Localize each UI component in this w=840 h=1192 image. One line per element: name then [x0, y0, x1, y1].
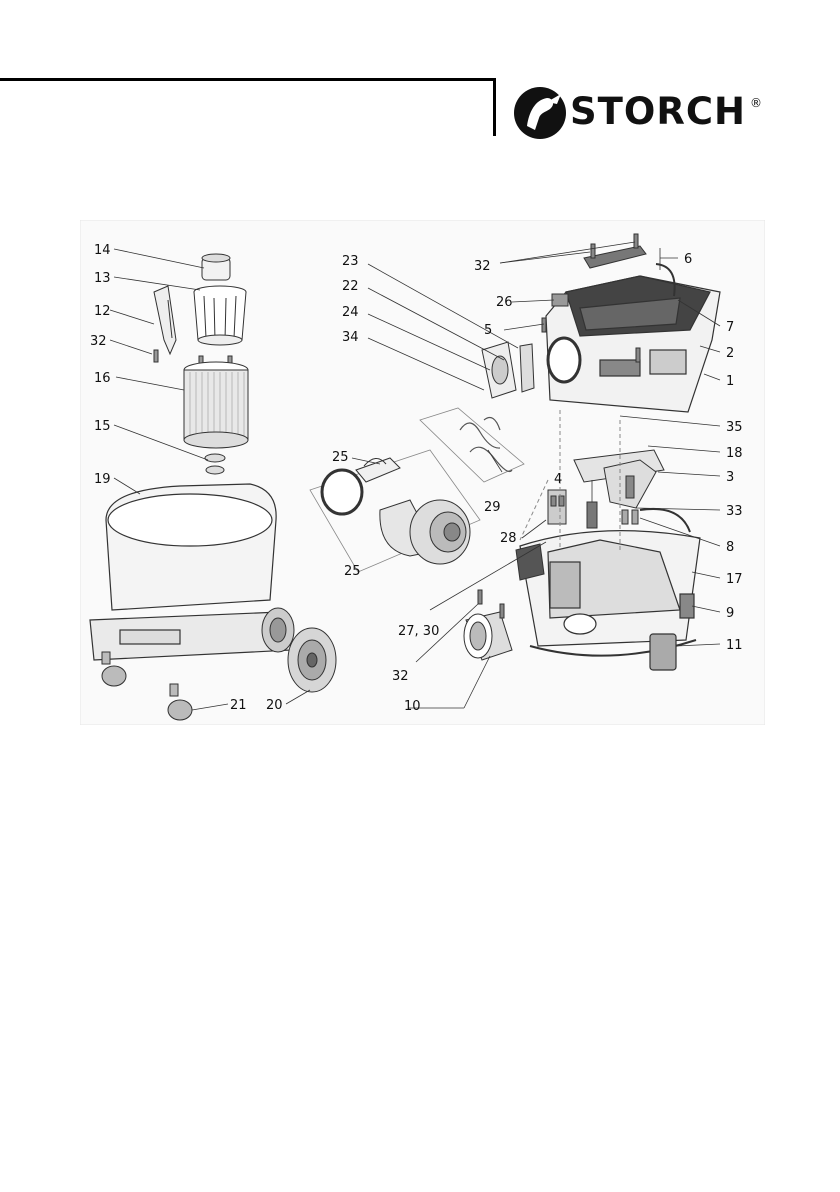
part-label: 32 — [90, 334, 107, 349]
hose-socket — [516, 544, 544, 580]
part-label: 6 — [684, 252, 692, 267]
part-label: 27, 30 — [398, 624, 439, 639]
part-label: 3 — [726, 470, 734, 485]
part-label: 11 — [726, 638, 743, 653]
latch-button — [552, 294, 568, 306]
rear-wheel — [262, 608, 294, 652]
part-label: 28 — [500, 531, 517, 546]
part-label: 1 — [726, 374, 734, 389]
part-label: 4 — [554, 472, 562, 487]
registered-mark: ® — [750, 96, 762, 110]
part-label: 33 — [726, 504, 743, 519]
part-label: 10 — [404, 699, 421, 714]
part-label: 16 — [94, 371, 111, 386]
part-label: 23 — [342, 254, 359, 269]
part-label: 32 — [474, 259, 491, 274]
part-label: 8 — [726, 540, 734, 555]
filter-cap — [202, 254, 230, 280]
spring — [587, 502, 597, 528]
header-rule — [0, 78, 495, 81]
wheel-detached — [288, 628, 336, 692]
part-label: 25 — [344, 564, 361, 579]
part-label: 7 — [726, 320, 734, 335]
part-label: 25 — [332, 450, 349, 465]
part-label: 13 — [94, 271, 111, 286]
part-label: 29 — [484, 500, 501, 515]
motor-head-housing — [546, 276, 720, 412]
switch-module — [548, 490, 566, 524]
header-divider — [493, 78, 496, 136]
part-label: 21 — [230, 698, 247, 713]
part-label: 5 — [484, 323, 492, 338]
exploded-parts-diagram: 14 13 12 32 16 15 19 21 20 23 22 24 34 2… — [80, 220, 765, 725]
part-label: 9 — [726, 606, 734, 621]
part-label: 2 — [726, 346, 734, 361]
part-label: 12 — [94, 304, 111, 319]
cartridge-filter — [184, 362, 248, 448]
part-label: 18 — [726, 446, 743, 461]
part-label: 35 — [726, 420, 743, 435]
part-label: 19 — [94, 472, 111, 487]
part-label: 17 — [726, 572, 743, 587]
part-label: 14 — [94, 243, 111, 258]
part-label: 32 — [392, 669, 409, 684]
part-label: 15 — [94, 419, 111, 434]
part-label: 22 — [342, 279, 359, 294]
part-label: 24 — [342, 305, 359, 320]
brand-name: STORCH — [570, 90, 746, 133]
part-label: 26 — [496, 295, 513, 310]
filter-basket — [194, 286, 246, 345]
part-label: 20 — [266, 698, 283, 713]
part-label: 34 — [342, 330, 359, 345]
